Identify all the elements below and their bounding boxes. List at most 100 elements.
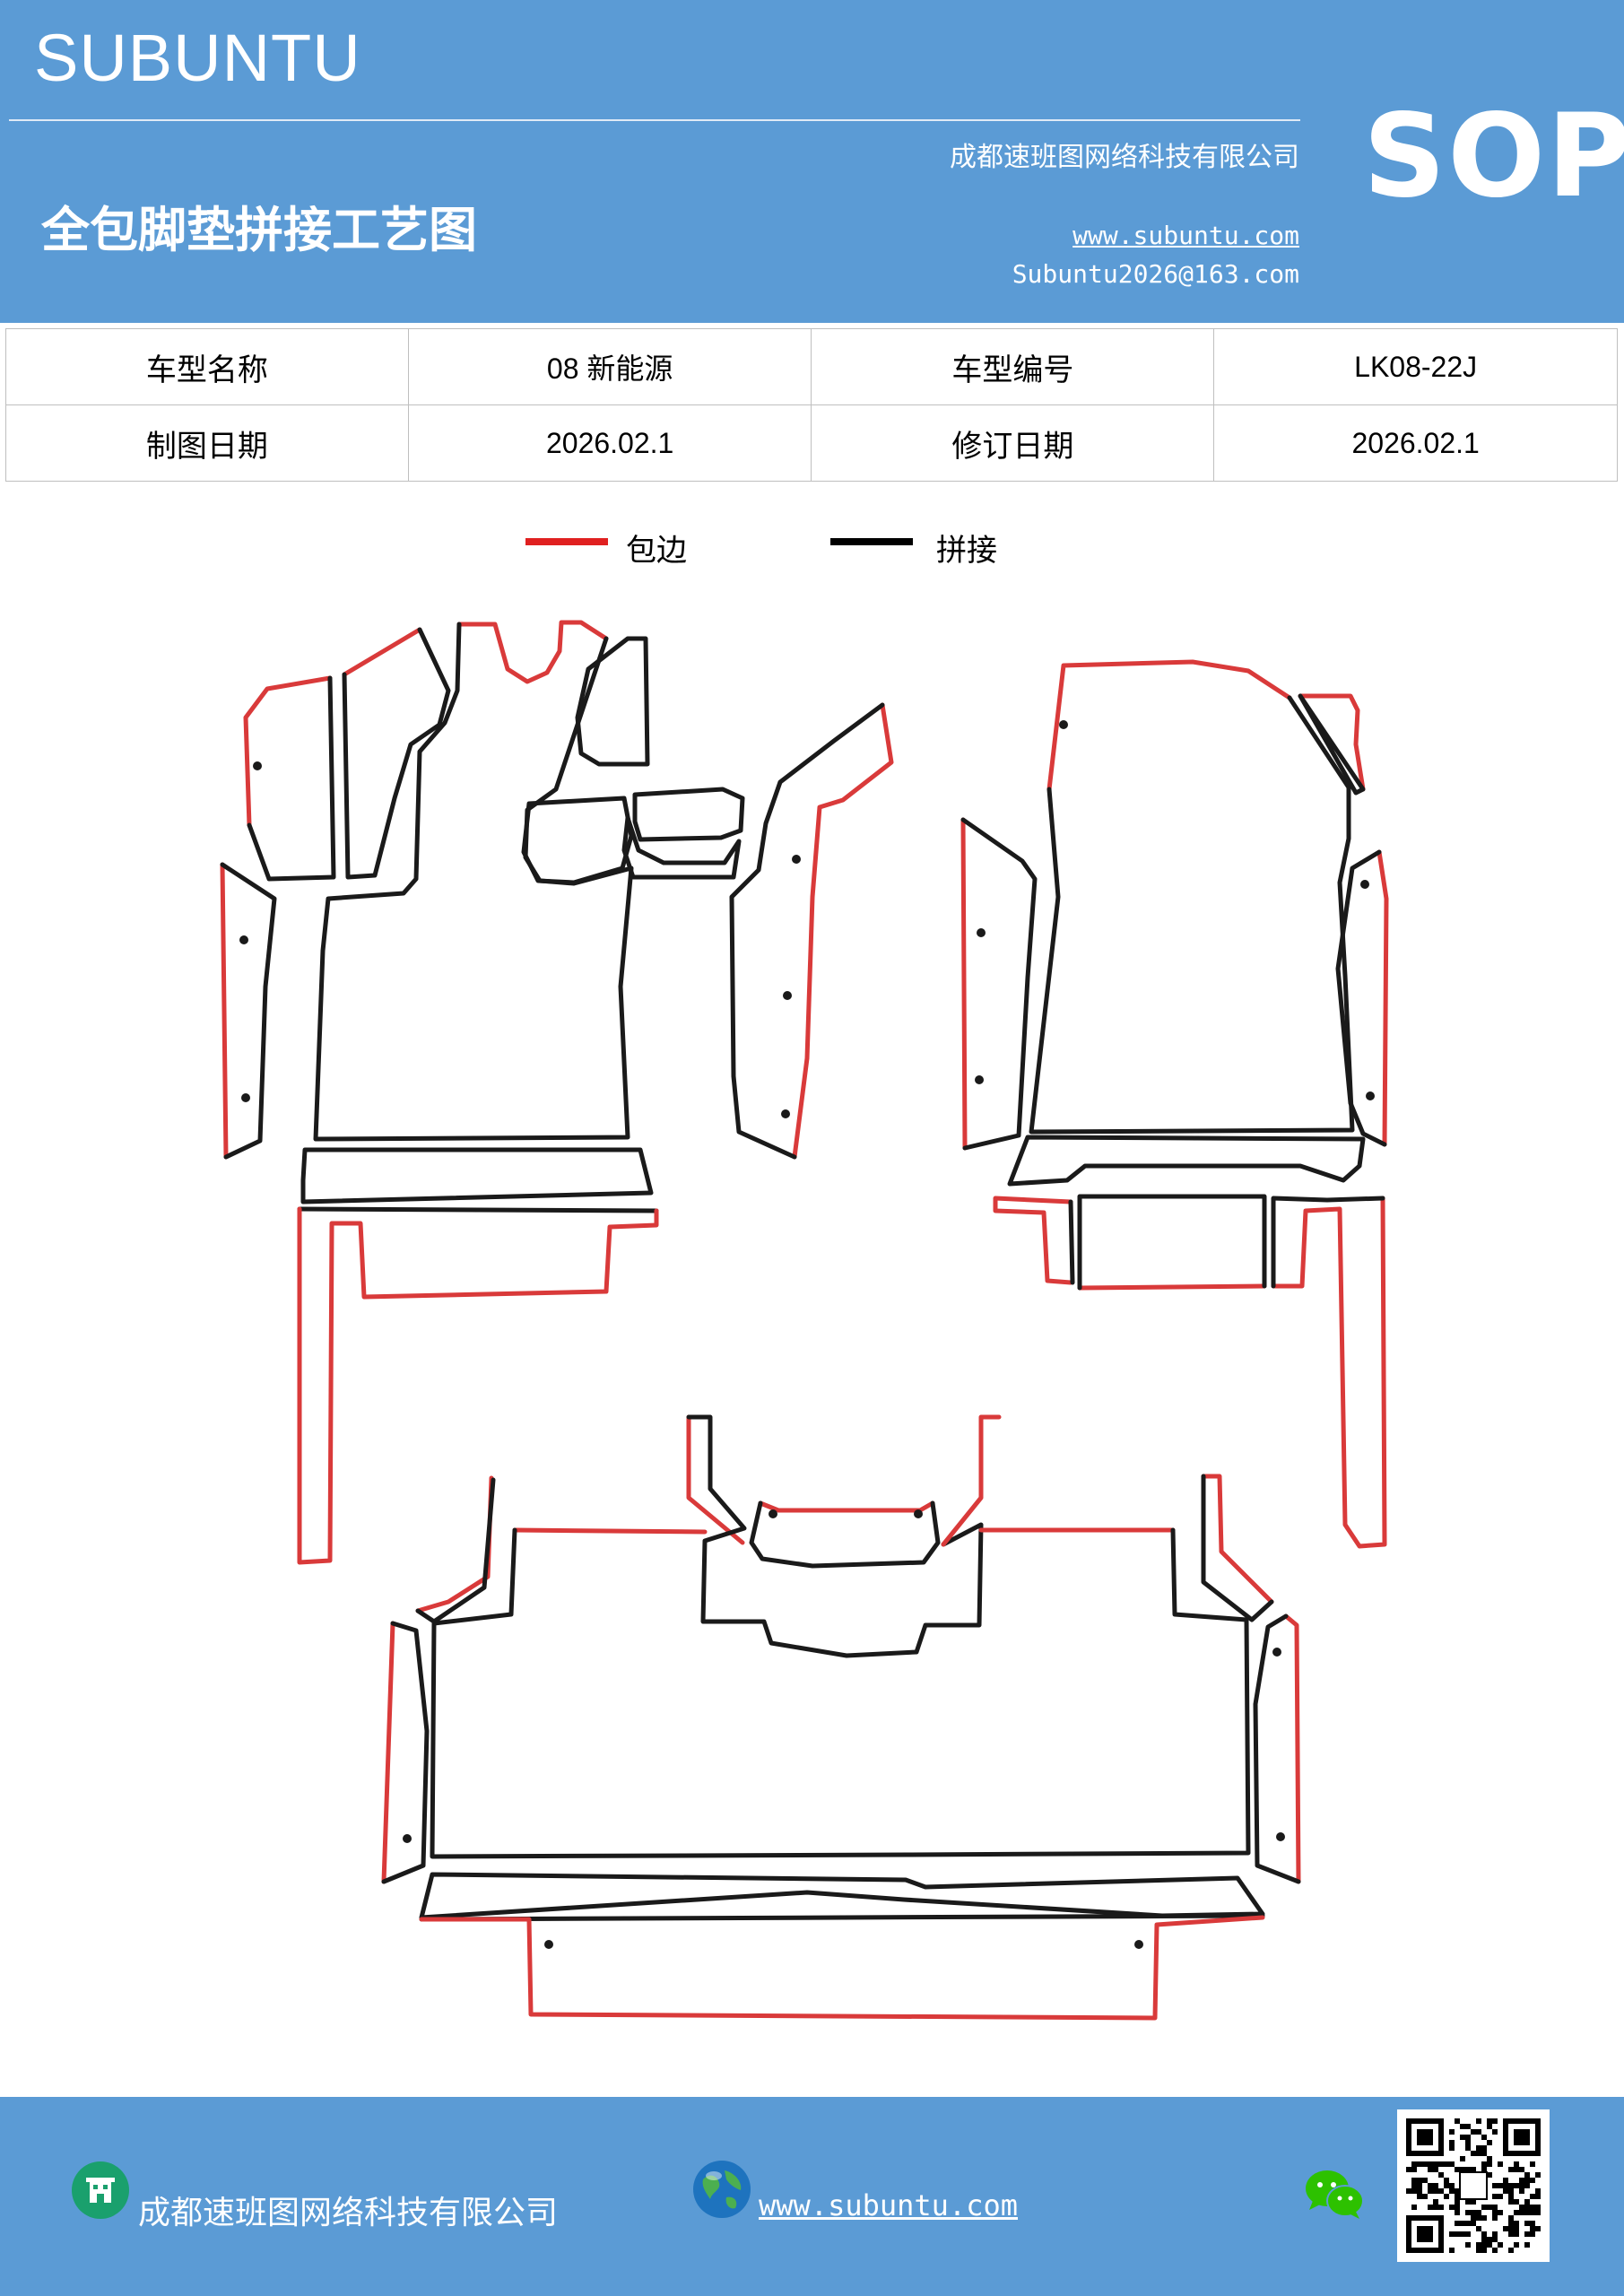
edge-line xyxy=(941,1414,1002,1547)
splice-line xyxy=(300,1147,654,1205)
fastener-dot xyxy=(1272,1648,1281,1657)
splice-line xyxy=(1029,695,1355,1135)
edge-line xyxy=(1046,659,1292,792)
edge-line xyxy=(758,1500,935,1513)
splice-line xyxy=(1253,1613,1301,1884)
splice-line xyxy=(632,787,745,842)
wechat-icon xyxy=(1306,2170,1364,2219)
fastener-dot xyxy=(975,1075,984,1084)
revise-date-label: 修订日期 xyxy=(811,404,1215,482)
legend-splice-swatch xyxy=(830,538,913,545)
building-icon xyxy=(72,2161,129,2219)
front-left-side-panel xyxy=(729,702,894,1160)
edge-line xyxy=(1271,1196,1387,1549)
fastener-dot xyxy=(1134,1940,1143,1949)
front-left-mat-group xyxy=(220,620,745,1565)
splice-line xyxy=(342,627,451,880)
rear-mat-group xyxy=(381,1414,1301,2021)
fastener-dot xyxy=(1059,720,1068,729)
header-divider xyxy=(9,119,1300,121)
table-row: 车型名称 08 新能源 车型编号 LK08-22J xyxy=(5,328,1618,405)
edge-line xyxy=(1201,1474,1274,1605)
draw-date-value: 2026.02.1 xyxy=(407,404,812,482)
edge-line xyxy=(342,627,422,677)
edge-line xyxy=(1376,849,1389,1147)
splice-line xyxy=(1298,693,1366,796)
company-name: 成都速班图网络科技有限公司 xyxy=(950,142,1299,173)
email-address: Subuntu2026@163.com xyxy=(1012,259,1299,289)
splice-line xyxy=(960,817,1038,1151)
model-code-value: LK08-22J xyxy=(1213,328,1618,405)
edge-line xyxy=(1077,1283,1267,1291)
edge-line xyxy=(297,1206,659,1565)
fastener-dot xyxy=(792,855,801,864)
splice-line xyxy=(1077,1194,1267,1291)
edge-line xyxy=(686,1414,745,1545)
fastener-dot xyxy=(241,1093,250,1102)
footer-website-link[interactable]: www.subuntu.com xyxy=(759,2188,1018,2222)
splice-line xyxy=(1201,1474,1274,1622)
fastener-dot xyxy=(781,1109,790,1118)
globe-icon xyxy=(693,2161,751,2218)
brand-name: SUBUNTU xyxy=(34,21,361,95)
splice-line xyxy=(621,815,742,880)
edge-line xyxy=(960,817,968,1151)
footer-banner: 成都速班图网络科技有限公司 www.subuntu.com xyxy=(0,2097,1624,2296)
model-name-value: 08 新能源 xyxy=(407,328,812,405)
splice-line xyxy=(749,1500,941,1569)
edge-line xyxy=(993,1196,1073,1285)
edge-line xyxy=(243,675,333,828)
legend-edge-label: 包边 xyxy=(626,533,687,569)
legend-edge-swatch xyxy=(525,538,608,545)
edge-line xyxy=(381,1621,395,1884)
document-title: 全包脚垫拼接工艺图 xyxy=(41,201,477,258)
splice-line xyxy=(419,1913,1265,1922)
floor-mat-splice-diagram xyxy=(220,620,1389,2021)
splice-line xyxy=(729,702,885,1160)
splice-line xyxy=(1007,1135,1366,1187)
splice-line xyxy=(575,636,650,767)
edge-line xyxy=(1298,693,1366,792)
fastener-dot xyxy=(253,761,262,770)
edge-line xyxy=(220,862,229,1160)
fastener-dot xyxy=(1366,1091,1375,1100)
fastener-dot xyxy=(914,1509,923,1518)
footer-company-name: 成都速班图网络科技有限公司 xyxy=(138,2195,559,2231)
vehicle-info-table: 车型名称 08 新能源 车型编号 LK08-22J 制图日期 2026.02.1… xyxy=(5,328,1618,482)
edge-line xyxy=(419,1915,1265,2021)
edge-line xyxy=(1283,1613,1301,1884)
fastener-dot xyxy=(544,1940,553,1949)
splice-line xyxy=(430,1527,1251,1859)
website-link[interactable]: www.subuntu.com xyxy=(1073,221,1299,250)
splice-line xyxy=(415,1477,496,1624)
fastener-dot xyxy=(1360,880,1369,889)
revise-date-value: 2026.02.1 xyxy=(1213,404,1618,482)
sop-badge: SOP xyxy=(1363,90,1624,223)
splice-line xyxy=(521,796,634,885)
model-name-label: 车型名称 xyxy=(5,328,409,405)
splice-line xyxy=(297,1206,659,1213)
fastener-dot xyxy=(977,928,986,937)
splice-line xyxy=(381,1621,430,1884)
splice-line xyxy=(247,675,336,882)
fastener-dot xyxy=(403,1834,412,1843)
fastener-dot xyxy=(1276,1832,1285,1841)
qr-code xyxy=(1397,2109,1550,2262)
table-row: 制图日期 2026.02.1 修订日期 2026.02.1 xyxy=(5,404,1618,482)
edge-line xyxy=(456,620,609,684)
model-code-label: 车型编号 xyxy=(811,328,1215,405)
splice-line xyxy=(419,1872,1265,1920)
fastener-dot xyxy=(239,935,248,944)
draw-date-label: 制图日期 xyxy=(5,404,409,482)
splice-line xyxy=(1068,1199,1075,1285)
header-banner: SUBUNTU 成都速班图网络科技有限公司 全包脚垫拼接工艺图 www.subu… xyxy=(0,0,1624,323)
fastener-dot xyxy=(769,1509,777,1518)
fastener-dot xyxy=(783,991,792,1000)
splice-line xyxy=(1271,1196,1385,1289)
splice-line xyxy=(220,862,277,1160)
legend-splice-label: 拼接 xyxy=(936,533,997,569)
front-right-mat-group xyxy=(960,659,1389,1549)
fastener-points xyxy=(239,720,1375,1949)
splice-line xyxy=(686,1414,984,1658)
edge-line xyxy=(792,702,894,1160)
